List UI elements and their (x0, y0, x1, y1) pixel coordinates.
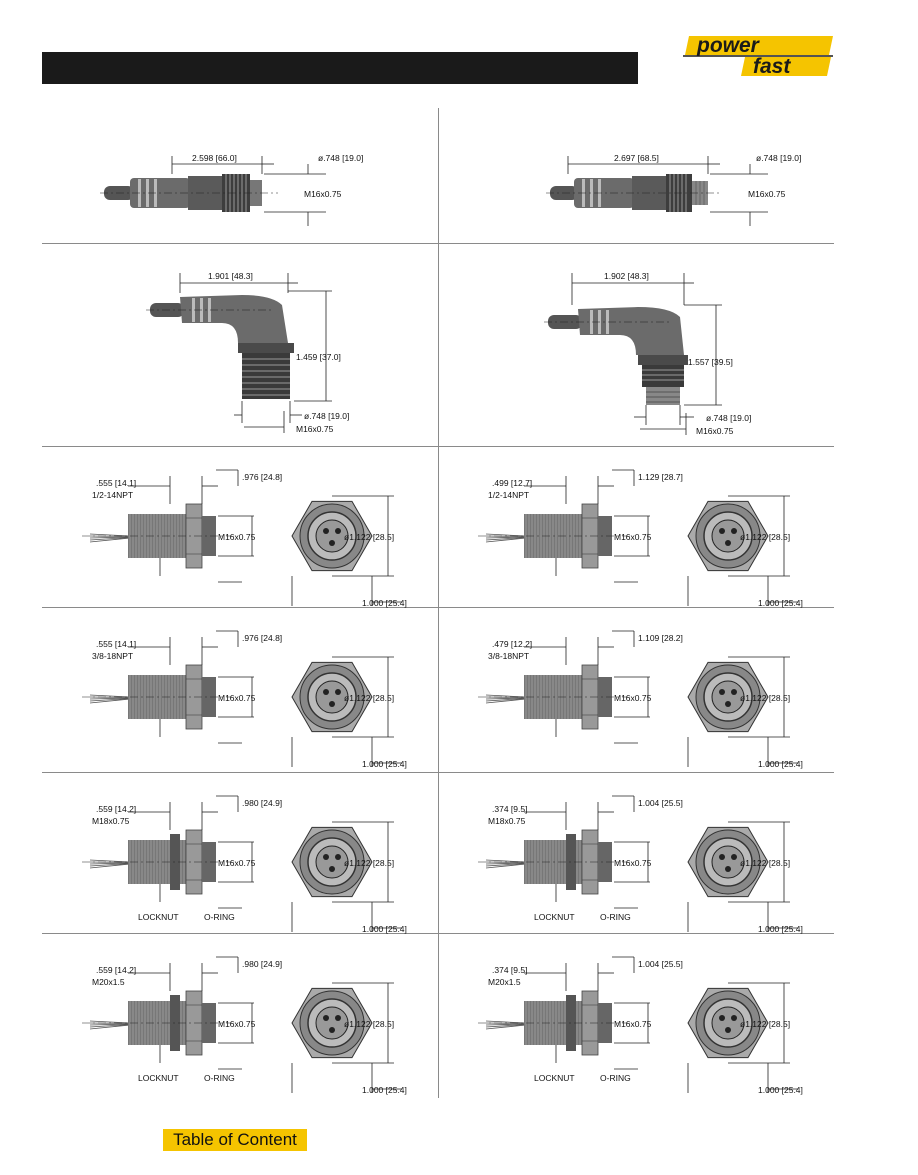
dim-mount-thread: 1/2-14NPT (488, 490, 529, 500)
dim-thread: M16x0.75 (304, 189, 342, 199)
drawing-receptacle-locknut: .374 [9.5] M18x0.75 1.004 [25.5] M16x0.75 ø1… (438, 772, 834, 934)
label-oring: O-RING (204, 912, 235, 922)
drawing-grid: 2.598 [66.0] ø.748 [19.0] M16x0.75 2.697… (42, 108, 834, 1098)
dim-depth: 1.004 [25.5] (638, 959, 683, 969)
drawing-receptacle-locknut: .559 [14.2] M18x0.75 .980 [24.9] M16x0.75 ø1… (42, 772, 438, 934)
label-locknut: LOCKNUT (534, 912, 575, 922)
dim-face-width: 1.000 [25.4] (758, 598, 803, 608)
dim-face-diameter: ø1.122 [28.5] (344, 1019, 394, 1029)
powerfast-logo: power fast (683, 32, 833, 78)
dim-mount-thread: M20x1.5 (488, 977, 521, 987)
dim-depth: 1.129 [28.7] (638, 472, 683, 482)
dim-face-width: 1.000 [25.4] (758, 1085, 803, 1095)
dim-depth: .980 [24.9] (242, 959, 282, 969)
drawing-receptacle-locknut: .374 [9.5] M20x1.5 1.004 [25.5] M16x0.75 ø1.… (438, 933, 834, 1098)
drawing-receptacle: .479 [12.2] 3/8-18NPT 1.109 [28.2] M16x0.75… (438, 607, 834, 772)
dim-thread: M16x0.75 (218, 532, 256, 542)
dim-face-width: 1.000 [25.4] (362, 924, 407, 934)
dim-thread: M16x0.75 (696, 426, 734, 436)
drawing-receptacle-locknut: .559 [14.2] M20x1.5 .980 [24.9] M16x0.75 ø1.… (42, 933, 438, 1098)
drawing-straight-connector: 2.598 [66.0] ø.748 [19.0] M16x0.75 (42, 108, 438, 243)
dim-face-diameter: ø1.122 [28.5] (344, 532, 394, 542)
dim-face-width: 1.000 [25.4] (362, 759, 407, 769)
dim-diameter: ø.748 [19.0] (318, 153, 363, 163)
table-of-content-button[interactable]: Table of Content (163, 1129, 307, 1151)
dim-offset: .374 [9.5] (492, 965, 527, 975)
dim-offset: .555 [14.1] (96, 639, 136, 649)
drawing-receptacle: .555 [14.1] 1/2-14NPT .976 [24.8] M16x0.75 ø… (42, 446, 438, 608)
dim-face-diameter: ø1.122 [28.5] (740, 693, 790, 703)
header-bar (42, 52, 638, 84)
logo-word-fast: fast (753, 55, 791, 78)
dim-thread: M16x0.75 (218, 858, 256, 868)
dim-face-diameter: ø1.122 [28.5] (344, 858, 394, 868)
label-oring: O-RING (600, 1073, 631, 1083)
label-locknut: LOCKNUT (138, 912, 179, 922)
dim-face-width: 1.000 [25.4] (362, 598, 407, 608)
dim-face-width: 1.000 [25.4] (362, 1085, 407, 1095)
label-locknut: LOCKNUT (138, 1073, 179, 1083)
drawing-right-angle-connector: 1.902 [48.3] 1.557 [39.5] ø.748 [19.0] M… (438, 243, 834, 446)
dim-length: 1.902 [48.3] (604, 271, 649, 281)
dim-offset: .555 [14.1] (96, 478, 136, 488)
dim-mount-thread: 3/8-18NPT (488, 651, 529, 661)
dim-thread: M16x0.75 (614, 532, 652, 542)
dim-mount-thread: M18x0.75 (488, 816, 526, 826)
column-divider (438, 108, 439, 1098)
dim-height: 1.557 [39.5] (688, 357, 733, 367)
dim-face-diameter: ø1.122 [28.5] (740, 858, 790, 868)
dim-depth: 1.004 [25.5] (638, 798, 683, 808)
dim-mount-thread: 3/8-18NPT (92, 651, 133, 661)
dim-height: 1.459 [37.0] (296, 352, 341, 362)
row-divider (42, 243, 834, 244)
dim-mount-thread: 1/2-14NPT (92, 490, 133, 500)
dim-face-diameter: ø1.122 [28.5] (740, 1019, 790, 1029)
drawing-receptacle: .555 [14.1] 3/8-18NPT .976 [24.8] M16x0.75 ø… (42, 607, 438, 772)
dim-thread: M16x0.75 (614, 1019, 652, 1029)
dim-diameter: ø.748 [19.0] (756, 153, 801, 163)
dim-offset: .559 [14.2] (96, 965, 136, 975)
dim-thread: M16x0.75 (218, 1019, 256, 1029)
dim-depth: .976 [24.8] (242, 472, 282, 482)
row-divider (42, 607, 834, 608)
dim-thread: M16x0.75 (614, 693, 652, 703)
dim-length: 2.697 [68.5] (614, 153, 659, 163)
dim-offset: .499 [12.7] (492, 478, 532, 488)
dim-depth: .980 [24.9] (242, 798, 282, 808)
dim-thread: M16x0.75 (614, 858, 652, 868)
dim-thread: M16x0.75 (218, 693, 256, 703)
drawing-right-angle-connector: 1.901 [48.3] 1.459 [37.0] ø.748 [19.0] M… (42, 243, 438, 446)
dim-length: 2.598 [66.0] (192, 153, 237, 163)
dim-depth: 1.109 [28.2] (638, 633, 683, 643)
dim-thread: M16x0.75 (296, 424, 334, 434)
dim-face-width: 1.000 [25.4] (758, 759, 803, 769)
label-oring: O-RING (600, 912, 631, 922)
row-divider (42, 446, 834, 447)
dim-face-width: 1.000 [25.4] (758, 924, 803, 934)
label-oring: O-RING (204, 1073, 235, 1083)
dim-face-diameter: ø1.122 [28.5] (344, 693, 394, 703)
dim-offset: .374 [9.5] (492, 804, 527, 814)
dim-offset: .479 [12.2] (492, 639, 532, 649)
drawing-straight-connector: 2.697 [68.5] ø.748 [19.0] M16x0.75 (438, 108, 834, 243)
drawing-receptacle: .499 [12.7] 1/2-14NPT 1.129 [28.7] M16x0.75… (438, 446, 834, 608)
dim-mount-thread: M20x1.5 (92, 977, 125, 987)
logo-word-power: power (696, 34, 761, 57)
label-locknut: LOCKNUT (534, 1073, 575, 1083)
dim-mount-thread: M18x0.75 (92, 816, 130, 826)
dim-thread: M16x0.75 (748, 189, 786, 199)
dim-diameter: ø.748 [19.0] (304, 411, 349, 421)
dim-face-diameter: ø1.122 [28.5] (740, 532, 790, 542)
dim-offset: .559 [14.2] (96, 804, 136, 814)
row-divider (42, 933, 834, 934)
dim-depth: .976 [24.8] (242, 633, 282, 643)
dim-length: 1.901 [48.3] (208, 271, 253, 281)
row-divider (42, 772, 834, 773)
dim-diameter: ø.748 [19.0] (706, 413, 751, 423)
